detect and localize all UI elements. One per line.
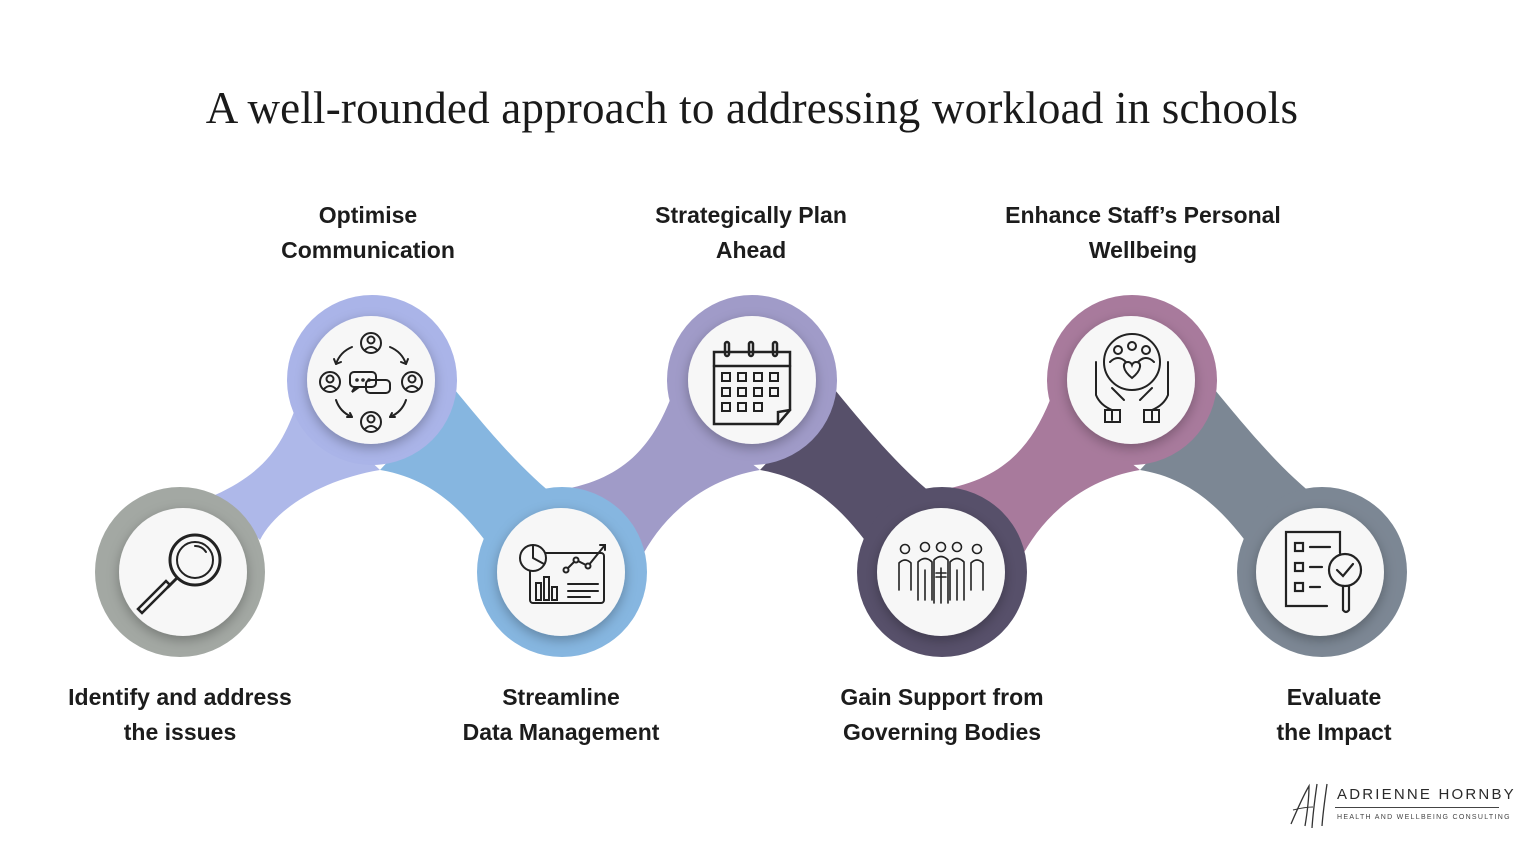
disc-step-1 <box>119 508 247 636</box>
step-label-line1: Identify and address <box>68 684 292 710</box>
step-label-data: Streamline Data Management <box>421 680 701 750</box>
team-group-icon <box>898 541 984 604</box>
step-label-line2: Communication <box>281 237 455 263</box>
checklist-review-icon <box>1284 530 1363 614</box>
step-label-line2: Ahead <box>715 237 787 263</box>
brand-divider <box>1335 807 1499 808</box>
step-label-line1: Strategically Plan <box>655 202 847 228</box>
communication-cycle-icon <box>319 332 423 433</box>
brand-monogram-icon <box>1290 783 1328 829</box>
brand-logo: ADRIENNE HORNBY HEALTH AND WELLBEING CON… <box>1285 780 1514 830</box>
step-label-line1: Streamline <box>502 684 620 710</box>
page-title: A well-rounded approach to addressing wo… <box>205 83 1299 133</box>
data-dashboard-icon <box>519 544 606 604</box>
disc-step-7 <box>1256 508 1384 636</box>
step-label-line2: Wellbeing <box>1088 237 1198 263</box>
step-label-communication: Optimise Communication <box>228 198 508 268</box>
step-label-line1: Enhance Staff’s Personal <box>1005 202 1281 228</box>
connector-1-2 <box>215 395 380 540</box>
brand-name: ADRIENNE HORNBY <box>1337 786 1516 803</box>
disc-step-6 <box>1067 316 1195 444</box>
step-label-evaluate: Evaluate the Impact <box>1194 680 1474 750</box>
step-label-line2: Data Management <box>462 719 660 745</box>
step-label-line1: Optimise <box>318 202 418 228</box>
magnifying-glass-icon <box>136 533 222 615</box>
step-label-wellbeing: Enhance Staff’s Personal Wellbeing <box>993 198 1293 268</box>
brand-tagline: HEALTH AND WELLBEING CONSULTING <box>1337 814 1511 821</box>
step-label-governing: Gain Support from Governing Bodies <box>802 680 1082 750</box>
step-label-line2: the Impact <box>1276 719 1392 745</box>
caring-hands-icon <box>1095 333 1169 423</box>
step-label-plan: Strategically Plan Ahead <box>611 198 891 268</box>
step-label-line1: Gain Support from <box>840 684 1044 710</box>
calendar-icon <box>712 340 792 426</box>
step-label-line2: the issues <box>123 719 237 745</box>
step-label-line1: Evaluate <box>1286 684 1382 710</box>
step-label-line2: Governing Bodies <box>842 719 1042 745</box>
disc-step-3 <box>497 508 625 636</box>
step-label-identify: Identify and address the issues <box>40 680 320 750</box>
